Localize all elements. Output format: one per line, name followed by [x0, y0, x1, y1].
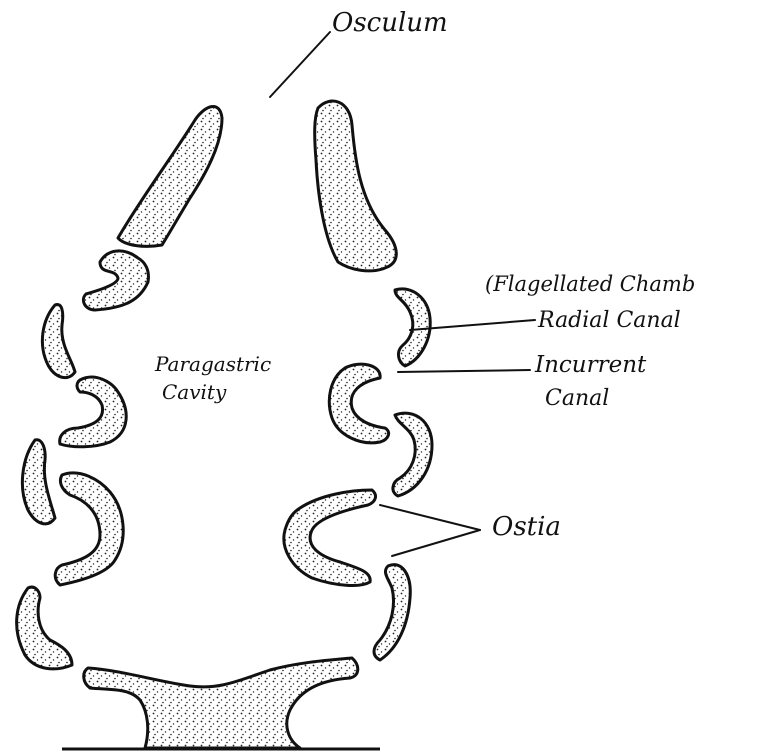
attachment-base: [84, 658, 358, 748]
label-flagellated-chamber: (Flagellated Chamb: [485, 272, 695, 296]
label-paragastric-cavity-line1: Paragastric: [155, 352, 271, 376]
osculum-leader: [270, 32, 330, 97]
left-chamber-1: [83, 251, 148, 310]
osculum-right-lip: [315, 101, 397, 271]
label-incurrent-canal-line2: Canal: [545, 386, 609, 411]
right-chamber-4: [284, 490, 376, 585]
right-chamber-2: [329, 364, 388, 443]
right-chamber-1: [395, 289, 430, 366]
left-chamber-3: [60, 377, 126, 447]
ostia-leader-upper: [380, 505, 480, 530]
incurrent-canal-leader: [398, 370, 530, 372]
left-chamber-6: [17, 587, 72, 669]
label-paragastric-cavity-line2: Cavity: [162, 380, 226, 404]
label-radial-canal: Radial Canal: [538, 308, 681, 333]
osculum-left-lip: [118, 106, 222, 246]
label-incurrent-canal-line1: Incurrent: [535, 352, 646, 378]
right-chamber-5: [374, 565, 410, 660]
ostia-leader-lower: [392, 530, 480, 556]
label-ostia: Ostia: [492, 512, 561, 542]
left-chamber-2: [42, 304, 75, 377]
right-chamber-3: [393, 413, 432, 496]
label-osculum: Osculum: [332, 8, 448, 38]
left-chamber-4: [22, 440, 55, 524]
sponge-body: [17, 101, 432, 748]
left-chamber-5: [55, 473, 123, 585]
